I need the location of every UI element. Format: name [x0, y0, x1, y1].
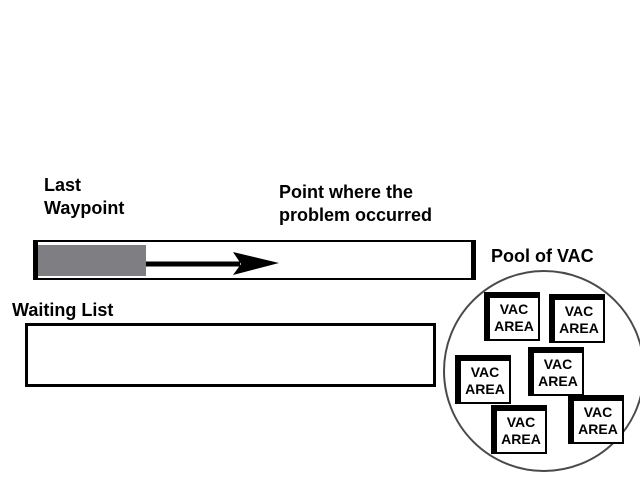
vac-area-box: VAC AREA — [484, 292, 540, 341]
problem-point-label: Point where the problem occurred — [279, 181, 432, 227]
vac-area-line-1: VAC — [506, 414, 536, 430]
vac-area-box: VAC AREA — [528, 347, 584, 396]
vac-area-box: VAC AREA — [455, 355, 511, 404]
vac-area-line-2: AREA — [494, 318, 534, 334]
vac-area-line-2: AREA — [501, 431, 541, 447]
last-waypoint-label: Last Waypoint — [44, 174, 124, 220]
vac-area-box: VAC AREA — [491, 405, 547, 454]
vac-area-line-2: AREA — [578, 421, 618, 437]
last-waypoint-line-2: Waypoint — [44, 198, 125, 218]
waiting-list-box — [25, 323, 436, 387]
vac-area-box: VAC AREA — [568, 395, 624, 444]
progress-track — [33, 240, 476, 280]
problem-point-line-1: Point where the — [279, 182, 414, 202]
vac-area-line-2: AREA — [465, 381, 505, 397]
vac-area-line-1: VAC — [564, 303, 594, 319]
problem-point-line-2: problem occurred — [279, 205, 433, 225]
vac-area-line-1: VAC — [583, 404, 613, 420]
vac-area-line-1: VAC — [543, 356, 573, 372]
progress-fill — [38, 245, 146, 276]
last-waypoint-line-1: Last — [44, 175, 82, 195]
pool-label: Pool of VAC — [491, 246, 594, 266]
vac-area-line-2: AREA — [538, 373, 578, 389]
waiting-list-label: Waiting List — [12, 300, 114, 320]
vac-area-line-2: AREA — [559, 320, 599, 336]
vac-area-line-1: VAC — [470, 364, 500, 380]
vac-area-line-1: VAC — [499, 301, 529, 317]
vac-area-box: VAC AREA — [549, 294, 605, 343]
